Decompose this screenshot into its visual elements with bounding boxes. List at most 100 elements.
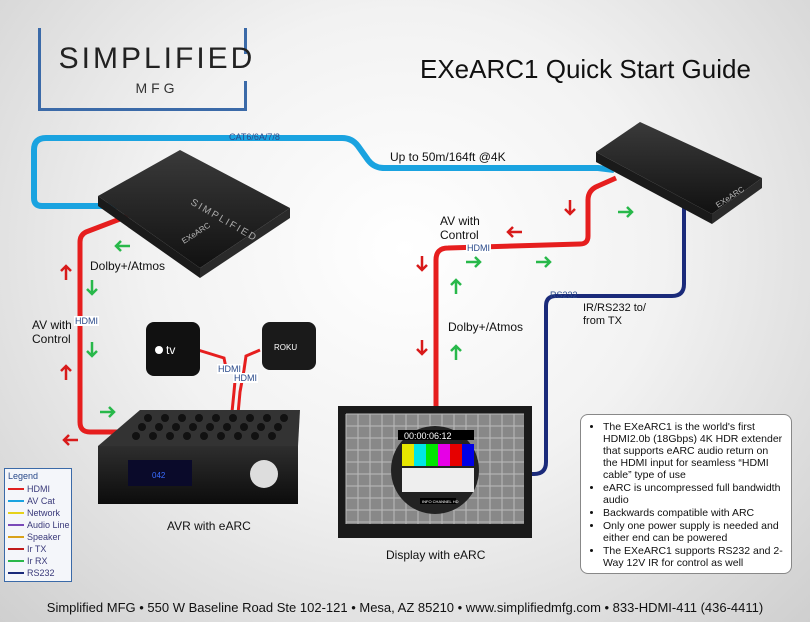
vent-hole	[200, 432, 208, 440]
color-bar	[462, 444, 474, 466]
legend-label: Ir RX	[27, 556, 48, 566]
legend-item: Ir RX	[5, 555, 71, 567]
arrow-path	[86, 342, 98, 358]
cat-cable	[31, 135, 615, 209]
vent-hole	[263, 414, 271, 422]
vent-hole	[155, 423, 163, 431]
info-point: Backwards compatible with ARC	[603, 507, 783, 519]
signal-arrow	[60, 364, 72, 380]
rs232-tag: RS232	[550, 290, 578, 300]
legend-item: Ir TX	[5, 543, 71, 555]
vent-hole	[280, 414, 288, 422]
dolby-label-left: Dolby+/Atmos	[90, 259, 166, 273]
vent-hole	[149, 432, 157, 440]
vent-hole	[178, 414, 186, 422]
resolution-bars	[402, 468, 474, 492]
arrow-path	[564, 200, 576, 216]
vent-hole	[257, 423, 265, 431]
info-box: The EXeARC1 is the world's first HDMI2.0…	[580, 414, 792, 574]
vent-hole	[223, 423, 231, 431]
vent-hole	[172, 423, 180, 431]
legend-item: Network	[5, 507, 71, 519]
brand-logo: SIMPLIFIED MFG	[38, 28, 252, 111]
avr-caption: AVR with eARC	[167, 519, 251, 533]
vent-hole	[144, 414, 152, 422]
legend-item: RS232	[5, 567, 71, 579]
hdmi-tag-right: HDMI	[466, 243, 491, 253]
legend-label: RS232	[27, 568, 55, 578]
avr-receiver: 042	[98, 410, 300, 504]
cat-cable-label: CAT6/6A/7/8	[229, 132, 280, 142]
vent-hole	[246, 414, 254, 422]
apple-tv-label: tv	[166, 343, 175, 357]
vent-hole	[234, 432, 242, 440]
vent-hole	[189, 423, 197, 431]
signal-arrow	[466, 256, 482, 268]
color-bar	[426, 444, 438, 466]
rx-extender: EXeARC	[596, 122, 762, 224]
arrow-path	[416, 340, 428, 356]
signal-arrow	[536, 256, 552, 268]
legend-swatch	[8, 512, 24, 514]
vent-hole	[229, 414, 237, 422]
signal-arrow	[564, 200, 576, 216]
arrow-path	[506, 226, 522, 238]
arrow-path	[618, 206, 634, 218]
legend-item: Audio Line	[5, 519, 71, 531]
apple-tv-device: tv	[146, 322, 200, 376]
legend-label: HDMI	[27, 484, 50, 494]
signal-arrow	[450, 278, 462, 294]
color-bar	[438, 444, 450, 466]
vent-hole	[217, 432, 225, 440]
hdmi-cable-left	[77, 213, 129, 435]
tx-extender: SIMPLIFIED EXeARC	[98, 150, 290, 278]
page-title: EXeARC1 Quick Start Guide	[420, 54, 751, 84]
legend-label: Speaker	[27, 532, 61, 542]
brand-sub: MFG	[135, 80, 179, 96]
legend-label: Audio Line	[27, 520, 70, 530]
arrow-path	[450, 278, 462, 294]
signal-arrow	[506, 226, 522, 238]
arrow-path	[86, 280, 98, 296]
arrow-path	[466, 256, 482, 268]
signal-arrow	[100, 406, 116, 418]
vent-hole	[195, 414, 203, 422]
dolby-label-right: Dolby+/Atmos	[448, 320, 524, 334]
info-point: Only one power supply is needed and eith…	[603, 520, 783, 544]
legend-swatch	[8, 572, 24, 574]
avr-vent-holes	[132, 414, 288, 440]
legend-swatch	[8, 548, 24, 550]
signal-arrow	[618, 206, 634, 218]
hdmi-tag-left: HDMI	[74, 316, 99, 326]
signal-arrow	[450, 344, 462, 360]
footer-contact: Simplified MFG • 550 W Baseline Road Ste…	[46, 600, 764, 615]
vent-hole	[132, 432, 140, 440]
legend-swatch	[8, 560, 24, 562]
roku-device: ROKU	[262, 322, 316, 370]
arrow-path	[536, 256, 552, 268]
info-point: The EXeARC1 supports RS232 and 2-Way 12V…	[603, 545, 783, 569]
arrow-path	[60, 264, 72, 280]
display-tv: 00:00:06:12 INFO CHANNEL HD	[338, 406, 532, 538]
arrow-path	[114, 240, 130, 252]
info-point: eARC is uncompressed full bandwidth audi…	[603, 482, 783, 506]
info-point: The EXeARC1 is the world's first HDMI2.0…	[603, 421, 783, 481]
legend-swatch	[8, 500, 24, 502]
vent-hole	[268, 432, 276, 440]
arrow-path	[100, 406, 116, 418]
tv-timestamp: 00:00:06:12	[404, 431, 452, 441]
legend-label: Ir TX	[27, 544, 47, 554]
vent-hole	[166, 432, 174, 440]
signal-arrow	[416, 256, 428, 272]
brand-name: SIMPLIFIED	[58, 42, 256, 75]
legend-swatch	[8, 488, 24, 490]
vent-hole	[138, 423, 146, 431]
legend-item: AV Cat	[5, 495, 71, 507]
tv-channel-text: INFO CHANNEL HD	[422, 499, 459, 504]
signal-arrows	[60, 200, 634, 446]
hdmi-cable-right	[433, 175, 618, 408]
vent-hole	[212, 414, 220, 422]
